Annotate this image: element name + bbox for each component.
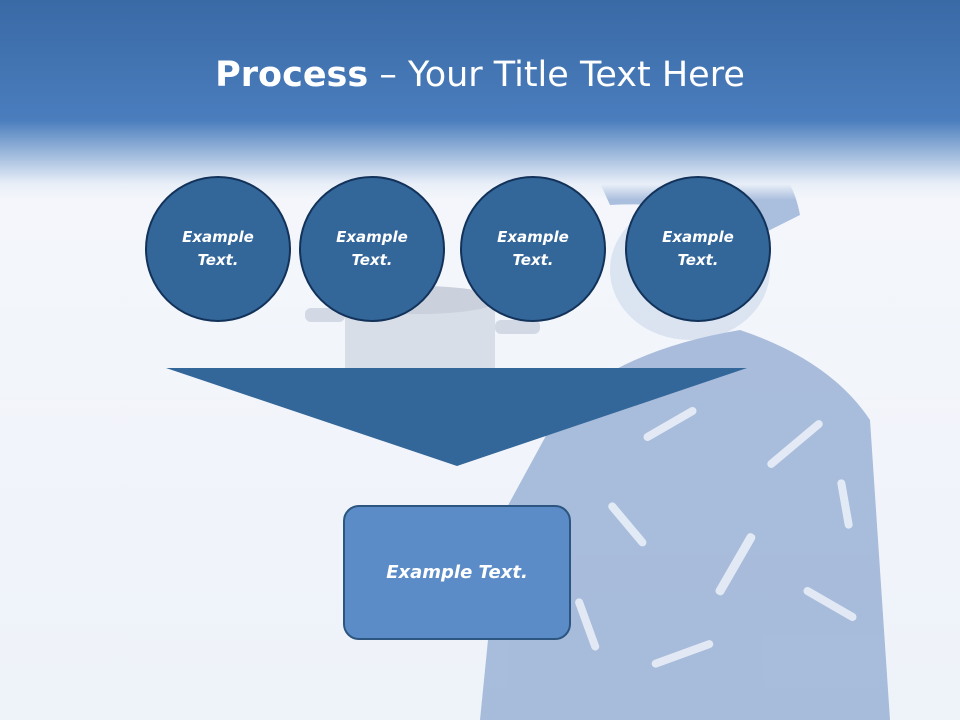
step-circle-3[interactable]: Example Text.: [460, 176, 606, 322]
step-circle-2[interactable]: Example Text.: [299, 176, 445, 322]
step-label: Example Text.: [336, 228, 408, 269]
title-bar: [0, 0, 960, 200]
result-box[interactable]: Example Text.: [343, 505, 571, 640]
step-circle-1[interactable]: Example Text.: [145, 176, 291, 322]
title-bold: Process: [215, 55, 369, 95]
step-label: Example Text.: [497, 228, 569, 269]
title-rest: – Your Title Text Here: [368, 55, 745, 95]
step-circle-4[interactable]: Example Text.: [625, 176, 771, 322]
result-label: Example Text.: [386, 562, 528, 583]
step-label: Example Text.: [182, 228, 254, 269]
step-label: Example Text.: [662, 228, 734, 269]
slide-title: Process – Your Title Text Here: [0, 52, 960, 98]
